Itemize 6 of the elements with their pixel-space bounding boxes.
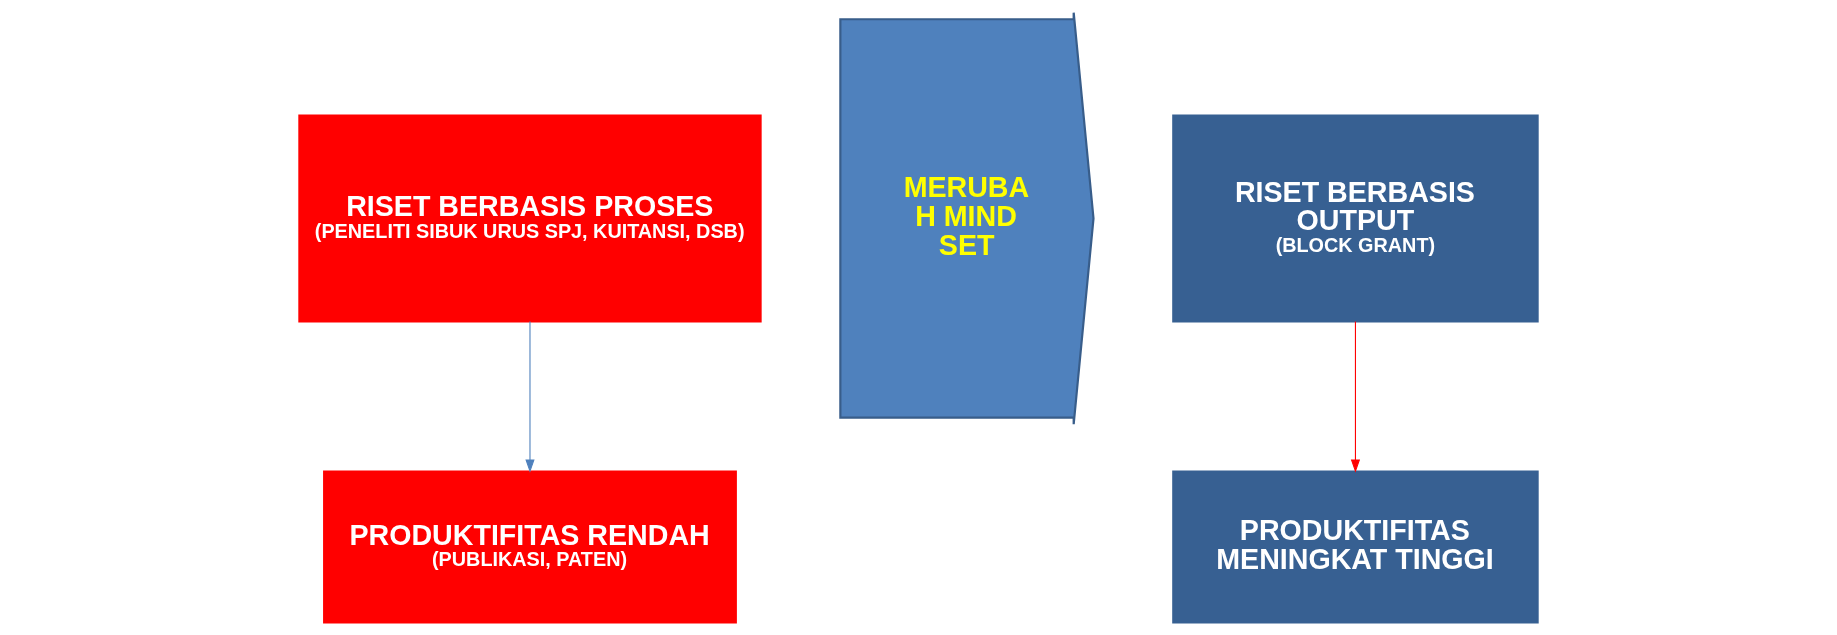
node-box: RISET BERBASIS OUTPUT (BLOCK GRANT)	[1172, 114, 1539, 323]
arrow	[525, 320, 535, 473]
node-box: PRODUKTIFITAS RENDAH (PUBLIKASI, PATEN)	[323, 470, 737, 624]
node-box: RISET BERBASIS PROSES (PENELITI SIBUK URUS SPJ, KUITANSI, DSB)	[298, 114, 762, 323]
node-box: PRODUKTIFITAS MENINGKAT TINGGI	[1172, 470, 1539, 624]
arrow	[1350, 320, 1361, 473]
